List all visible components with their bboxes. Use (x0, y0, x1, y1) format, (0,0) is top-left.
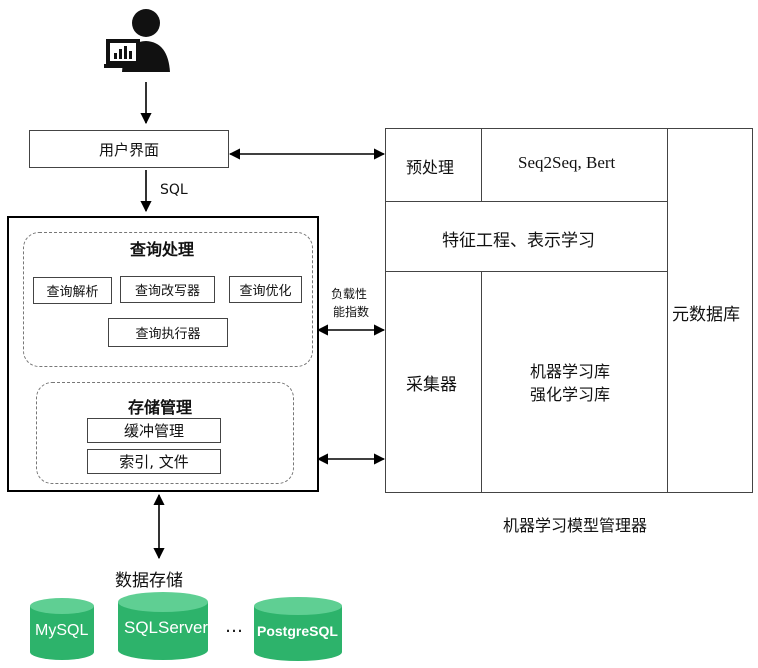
load-metrics-label-line2: 能指数 (333, 305, 370, 319)
user-interface-box: 用户界面 (29, 130, 229, 168)
load-metrics-label-line1: 负载性 (331, 287, 368, 301)
ml-line-v1 (481, 128, 482, 202)
preprocess-label: 预处理 (406, 158, 455, 177)
ellipsis-label: … (225, 616, 243, 637)
mysql-label: MySQL (35, 622, 89, 639)
db-engine-box (7, 216, 319, 492)
metadata-label: 元数据库 (672, 305, 740, 325)
query-executor-module: 查询执行器 (108, 318, 228, 347)
models-label: Seq2Seq, Bert (518, 153, 616, 172)
collector-label: 采集器 (406, 375, 457, 395)
postgresql-cylinder (254, 597, 342, 661)
ml-line-v3 (667, 128, 668, 493)
feature-engineering-label: 特征工程、表示学习 (442, 231, 595, 251)
rl-library-label: 强化学习库 (530, 385, 611, 404)
sql-label: SQL (160, 182, 188, 198)
index-file-module: 索引, 文件 (87, 449, 221, 474)
sqlserver-label: SQLServer (124, 618, 209, 637)
ml-line-v2 (481, 271, 482, 493)
user-icon (104, 9, 170, 72)
storage-management-group (36, 382, 294, 484)
query-rewriter-module: 查询改写器 (120, 276, 215, 303)
query-processing-group (23, 232, 313, 367)
user-interface-label: 用户界面 (98, 140, 159, 159)
data-storage-title: 数据存储 (115, 571, 183, 591)
query-optimizer-module: 查询优化 (229, 276, 302, 303)
buffer-management-module: 缓冲管理 (87, 418, 221, 443)
ml-line-h1 (385, 201, 668, 202)
ml-library-label: 机器学习库 (530, 362, 611, 381)
ml-manager-caption: 机器学习模型管理器 (503, 516, 648, 535)
ml-line-h2 (385, 271, 668, 272)
ml-manager-box (385, 128, 753, 493)
mysql-cylinder (30, 598, 94, 660)
storage-management-title: 存储管理 (128, 398, 193, 417)
postgresql-label: PostgreSQL (257, 623, 338, 639)
query-parse-module: 查询解析 (33, 277, 112, 304)
query-processing-title: 查询处理 (130, 240, 195, 259)
sqlserver-cylinder (118, 592, 208, 660)
